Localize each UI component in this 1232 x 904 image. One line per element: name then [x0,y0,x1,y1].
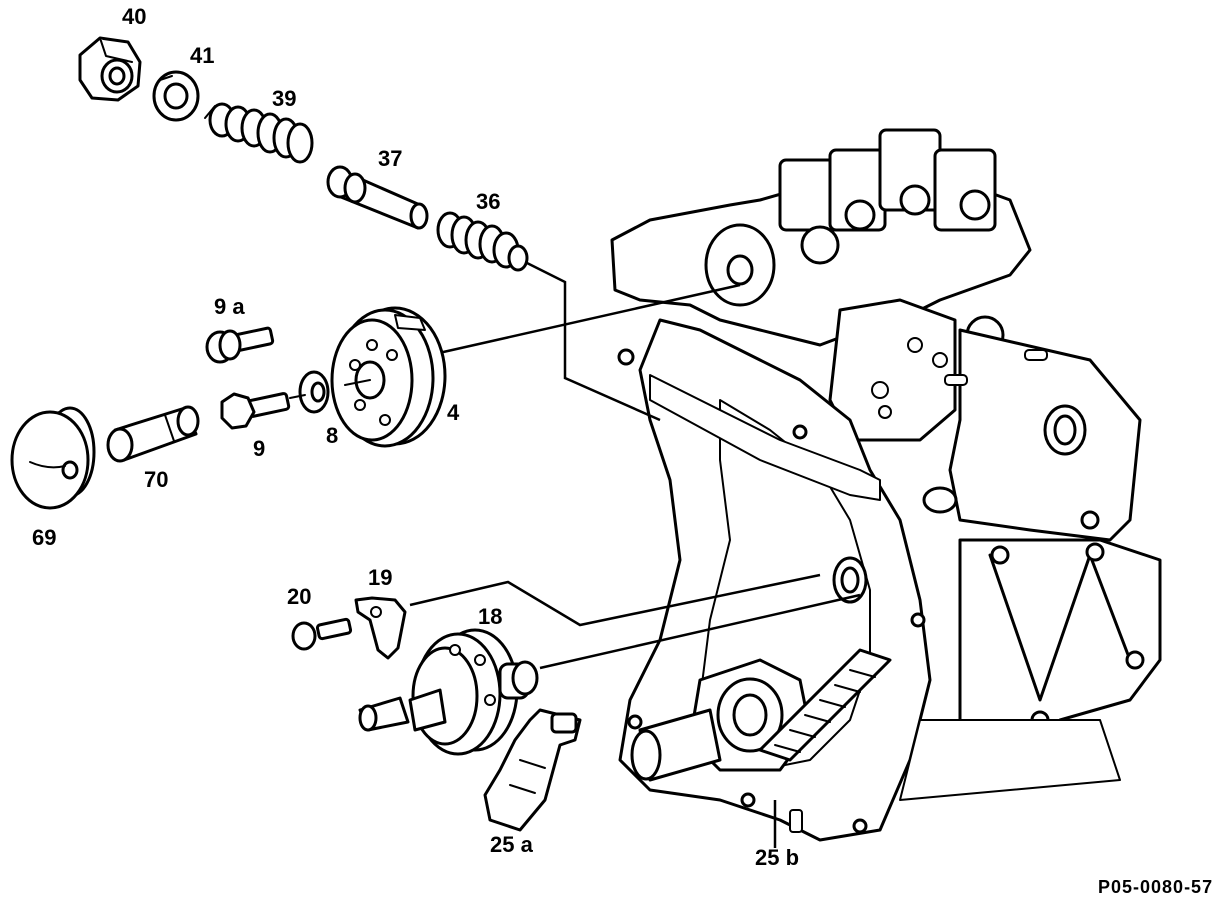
label-41: 41 [190,43,214,68]
hex-nut [78,36,142,102]
shaft-adapter [106,405,200,463]
ribbed-bushing [436,211,529,272]
hub-cap [10,406,96,510]
bolt-20 [291,617,353,651]
bracket [354,596,407,660]
engine-block [610,128,1162,842]
leader-lines [409,260,861,848]
crankshaft-pulley [330,306,447,448]
label-4: 4 [447,400,460,425]
part-labels: 40 41 39 37 36 9 a 4 8 9 70 69 19 20 18 … [32,4,1213,897]
label-25a: 25 a [490,832,534,857]
label-8: 8 [326,423,338,448]
label-25b: 25 b [755,845,799,870]
label-20: 20 [287,584,311,609]
label-37: 37 [378,146,402,171]
label-39: 39 [272,86,296,111]
chain-guide [483,708,582,832]
label-36: 36 [476,189,500,214]
washer [152,70,200,122]
label-40: 40 [122,4,146,29]
crank-sprocket [358,628,539,756]
label-18: 18 [478,604,502,629]
label-9a: 9 a [214,294,245,319]
bolt-9 [220,392,291,430]
thrust-washer [289,370,330,414]
drawing-code: P05-0080-57 [1098,877,1213,897]
label-69: 69 [32,525,56,550]
coil-spring [204,102,314,164]
label-19: 19 [368,565,392,590]
label-70: 70 [144,467,168,492]
bolt-9a [205,326,275,364]
guide-pin [326,165,429,230]
label-9: 9 [253,436,265,461]
